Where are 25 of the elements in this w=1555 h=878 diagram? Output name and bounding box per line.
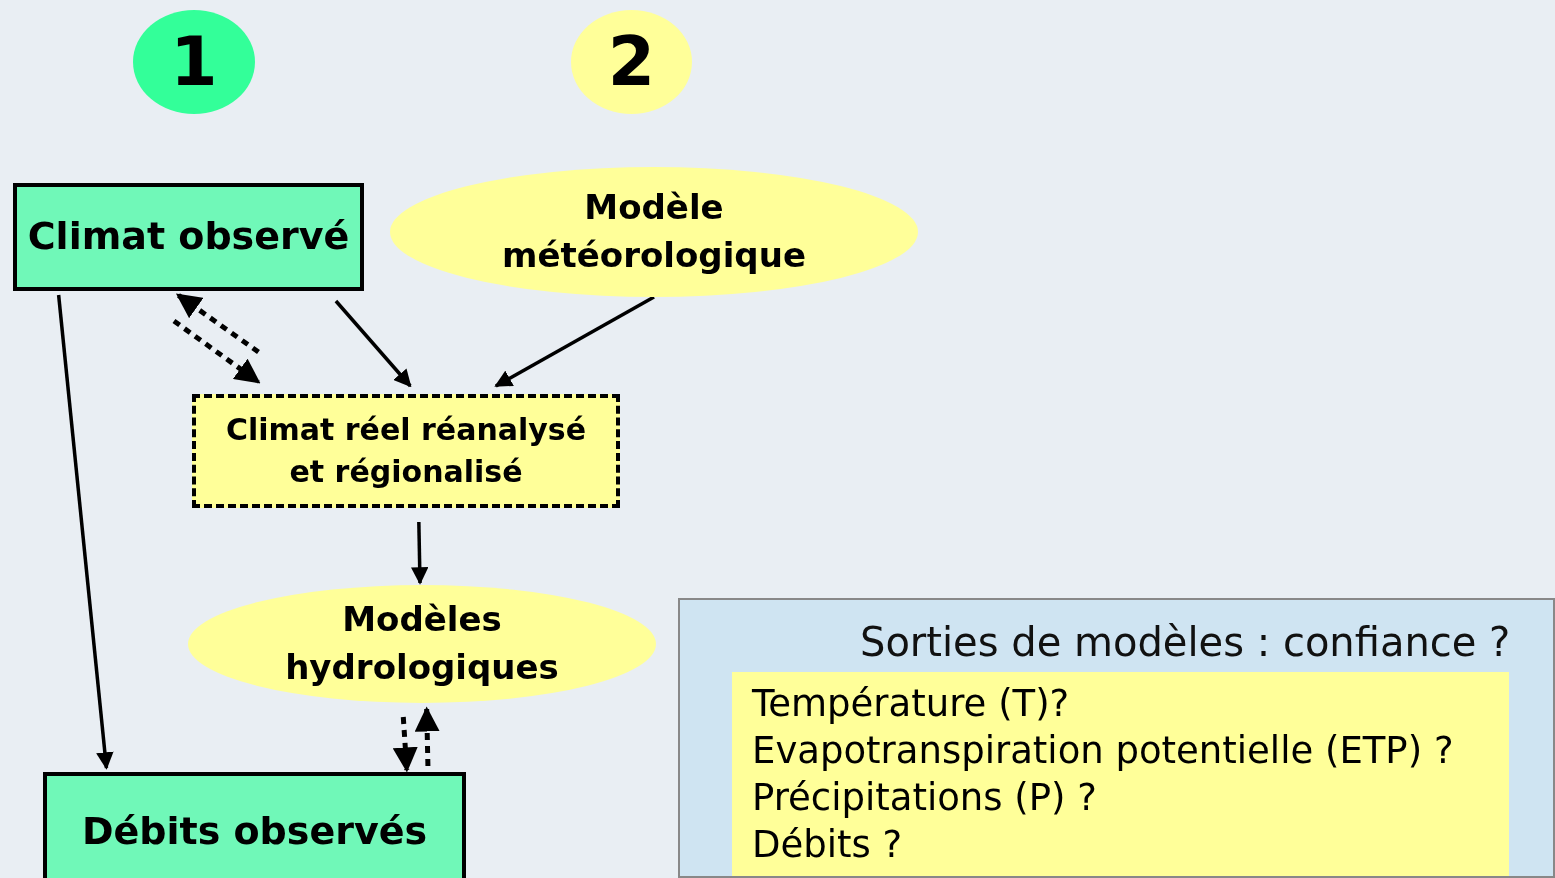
panel-heading: Sorties de modèles : confiance ? xyxy=(860,618,1511,667)
node-label: Modèles hydrologiques xyxy=(284,598,560,689)
node-label: Climat réel réanalysé et régionalisé xyxy=(224,411,588,491)
list-item: Précipitations (P) ? xyxy=(752,775,1097,821)
dotted-arrow xyxy=(414,706,440,767)
step-number: 1 xyxy=(170,21,218,104)
arrow xyxy=(56,294,114,770)
node-label: Climat observé xyxy=(27,213,350,261)
arrow xyxy=(334,299,412,388)
node-label: Débits observés xyxy=(81,808,428,856)
process-box xyxy=(13,183,364,291)
list-item: Débits ? xyxy=(752,822,903,868)
node-label: Modèle météorologique xyxy=(501,186,807,277)
arrow xyxy=(494,295,655,388)
process-box xyxy=(43,772,466,878)
list-item: Evapotranspiration potentielle (ETP) ? xyxy=(752,728,1454,774)
dotted-arrow xyxy=(392,716,418,773)
step-number: 2 xyxy=(607,21,656,104)
dashed-box xyxy=(192,394,620,508)
dotted-arrow xyxy=(172,318,261,385)
info-panel xyxy=(678,598,1555,878)
question-list-box xyxy=(732,672,1509,876)
dotted-arrow xyxy=(175,292,260,355)
list-item: Température (T)? xyxy=(752,681,1070,727)
arrow xyxy=(410,521,429,585)
